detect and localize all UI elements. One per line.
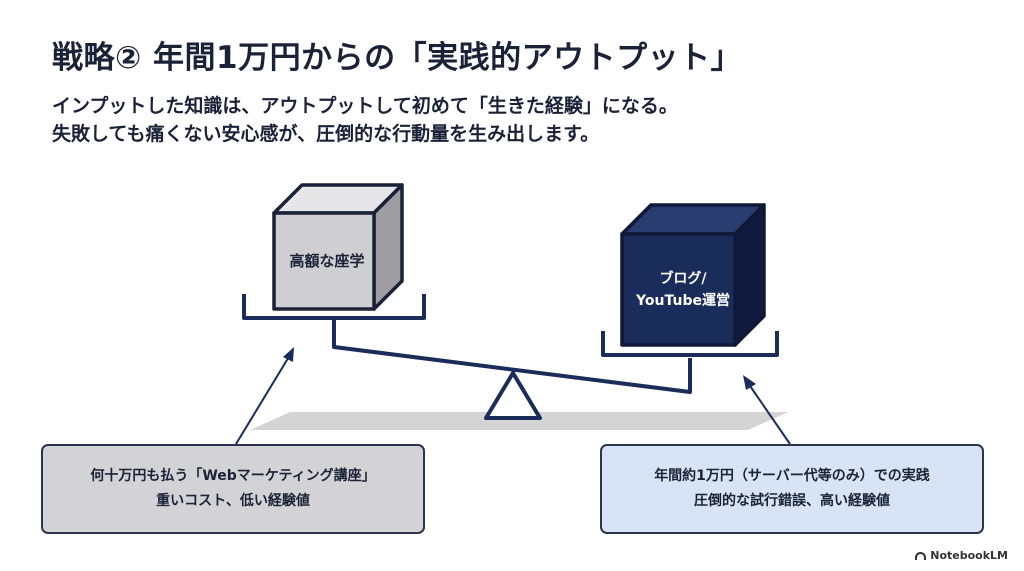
- right-callout-line-2: 圧倒的な試行錯誤、高い経験値: [694, 493, 890, 509]
- right-arrow: [743, 375, 791, 445]
- left-callout-line-2: 重いコスト、低い経験値: [156, 493, 310, 509]
- page-title: 戦略② 年間1万円からの「実践的アウトプット」: [52, 40, 743, 76]
- left-tray: [242, 294, 426, 320]
- right-cube: [620, 203, 766, 347]
- right-box-label-line-2: YouTube運営: [636, 293, 730, 309]
- subtitle-line-1: インプットした知識は、アウトプットして初めて「生きた経験」になる。: [52, 95, 678, 117]
- notebooklm-logo-icon: [915, 551, 927, 560]
- subtitle-line-2: 失敗しても痛くない安心感が、圧倒的な行動量を生み出します。: [52, 123, 600, 145]
- left-arrow: [235, 347, 294, 445]
- right-box-label: ブログ/ YouTube運営: [618, 268, 748, 312]
- seesaw-beam: [332, 318, 692, 394]
- right-callout-line-1: 年間約1万円（サーバー代等のみ）での実践: [654, 468, 930, 484]
- right-callout: 年間約1万円（サーバー代等のみ）での実践 圧倒的な試行錯誤、高い経験値: [600, 444, 984, 534]
- right-box-label-line-1: ブログ/: [659, 271, 707, 287]
- page-subtitle: インプットした知識は、アウトプットして初めて「生きた経験」になる。 失敗しても痛…: [52, 92, 678, 148]
- right-tray: [601, 331, 779, 357]
- floor-shadow: [250, 412, 788, 430]
- fulcrum-triangle: [484, 371, 542, 420]
- brand-name: NotebookLM: [930, 549, 1008, 562]
- left-callout: 何十万円も払う「Webマーケティング講座」 重いコスト、低い経験値: [41, 444, 425, 534]
- left-box-label: 高額な座学: [289, 252, 365, 270]
- left-callout-line-1: 何十万円も払う「Webマーケティング講座」: [90, 468, 376, 484]
- left-cube: [272, 183, 404, 311]
- brand-watermark: NotebookLM: [915, 549, 1008, 562]
